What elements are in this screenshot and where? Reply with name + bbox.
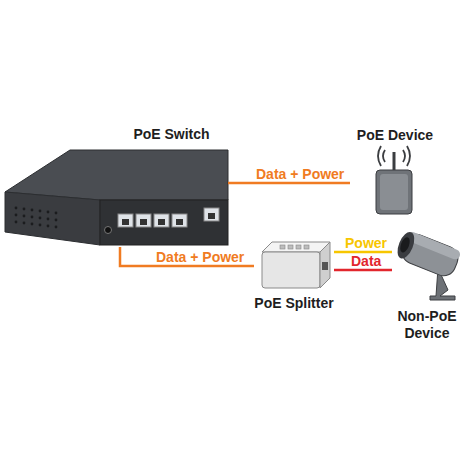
cable-line bbox=[120, 247, 254, 266]
switch-illustration-part bbox=[140, 219, 147, 225]
switch-illustration-part bbox=[15, 221, 18, 224]
switch-illustration-part bbox=[100, 200, 228, 245]
switch-illustration-part bbox=[23, 215, 26, 218]
node-label: Non-PoE Device bbox=[387, 308, 465, 342]
switch-illustration-part bbox=[31, 223, 34, 226]
switch-illustration-part bbox=[118, 214, 133, 227]
switch-illustration-part bbox=[158, 219, 165, 225]
cable-line bbox=[334, 269, 392, 272]
splitter-illustration-part bbox=[304, 245, 309, 249]
camera-illustration-part bbox=[406, 231, 462, 261]
switch-illustration-part bbox=[105, 227, 112, 234]
switch-illustration-part bbox=[15, 207, 18, 210]
switch-illustration-part bbox=[55, 226, 58, 229]
splitter-illustration-part bbox=[280, 245, 309, 249]
switch-illustration-part bbox=[55, 212, 58, 215]
access-point-illustration-part bbox=[393, 152, 396, 170]
camera-illustration-part bbox=[394, 229, 462, 280]
switch-illustration-part bbox=[176, 219, 183, 225]
node-label: PoE Switch bbox=[115, 126, 228, 143]
switch-illustration-part bbox=[23, 222, 26, 225]
cable-line bbox=[334, 251, 392, 254]
switch-illustration-part bbox=[136, 214, 151, 227]
switch-illustration-part bbox=[15, 214, 18, 217]
splitter-node: PoE Splitter bbox=[254, 238, 334, 314]
splitter-illustration bbox=[262, 242, 330, 288]
device-node: Non-PoE Device bbox=[392, 232, 462, 342]
switch-illustration-part bbox=[47, 225, 50, 228]
switch-illustration-part bbox=[204, 208, 219, 221]
switch-illustration-part bbox=[172, 214, 187, 227]
switch-illustration-part bbox=[122, 213, 215, 225]
splitter-illustration-part bbox=[320, 242, 330, 288]
switch-illustration-part bbox=[47, 211, 50, 214]
switch-illustration-part bbox=[5, 192, 100, 245]
switch-illustration-part bbox=[23, 208, 26, 211]
access-point-illustration-part bbox=[376, 170, 412, 214]
switch-illustration-part bbox=[15, 207, 58, 229]
switch-illustration bbox=[5, 150, 228, 245]
cable-line bbox=[228, 182, 350, 185]
cable-label: Data bbox=[351, 253, 381, 269]
switch-illustration-part bbox=[31, 216, 34, 219]
switch-illustration-part bbox=[31, 209, 34, 212]
splitter-illustration-part bbox=[262, 252, 320, 288]
node-label: PoE Device bbox=[345, 127, 445, 144]
access-point-illustration-part bbox=[378, 146, 410, 166]
switch-illustration-part bbox=[39, 217, 42, 220]
switch-illustration-part bbox=[39, 210, 42, 213]
splitter-illustration-part bbox=[322, 262, 328, 270]
camera-illustration-part bbox=[394, 230, 417, 261]
splitter-illustration-part bbox=[296, 245, 301, 249]
switch-illustration-part bbox=[208, 213, 215, 219]
cable-label: Power bbox=[345, 235, 387, 251]
access-point-illustration-part bbox=[380, 174, 408, 210]
switch-illustration-part bbox=[47, 218, 50, 221]
switch-illustration-part bbox=[55, 219, 58, 222]
switch-illustration-part bbox=[154, 214, 169, 227]
switch-illustration-part bbox=[122, 219, 129, 225]
switch-node: PoE Switch bbox=[5, 122, 228, 247]
switch-illustration-part bbox=[39, 224, 42, 227]
splitter-illustration-part bbox=[280, 245, 285, 249]
splitter-illustration-part bbox=[262, 242, 330, 252]
switch-illustration-part bbox=[5, 150, 228, 200]
splitter-illustration-part bbox=[288, 245, 293, 249]
camera-illustration-part bbox=[398, 236, 411, 254]
switch-illustration-part bbox=[118, 208, 219, 227]
device-node: PoE Device bbox=[350, 125, 440, 217]
camera-illustration bbox=[394, 229, 462, 300]
cable-label: Data + Power bbox=[156, 249, 244, 265]
access-point-illustration bbox=[376, 146, 412, 214]
node-label: PoE Splitter bbox=[239, 295, 349, 312]
cable-label: Data + Power bbox=[256, 166, 344, 182]
